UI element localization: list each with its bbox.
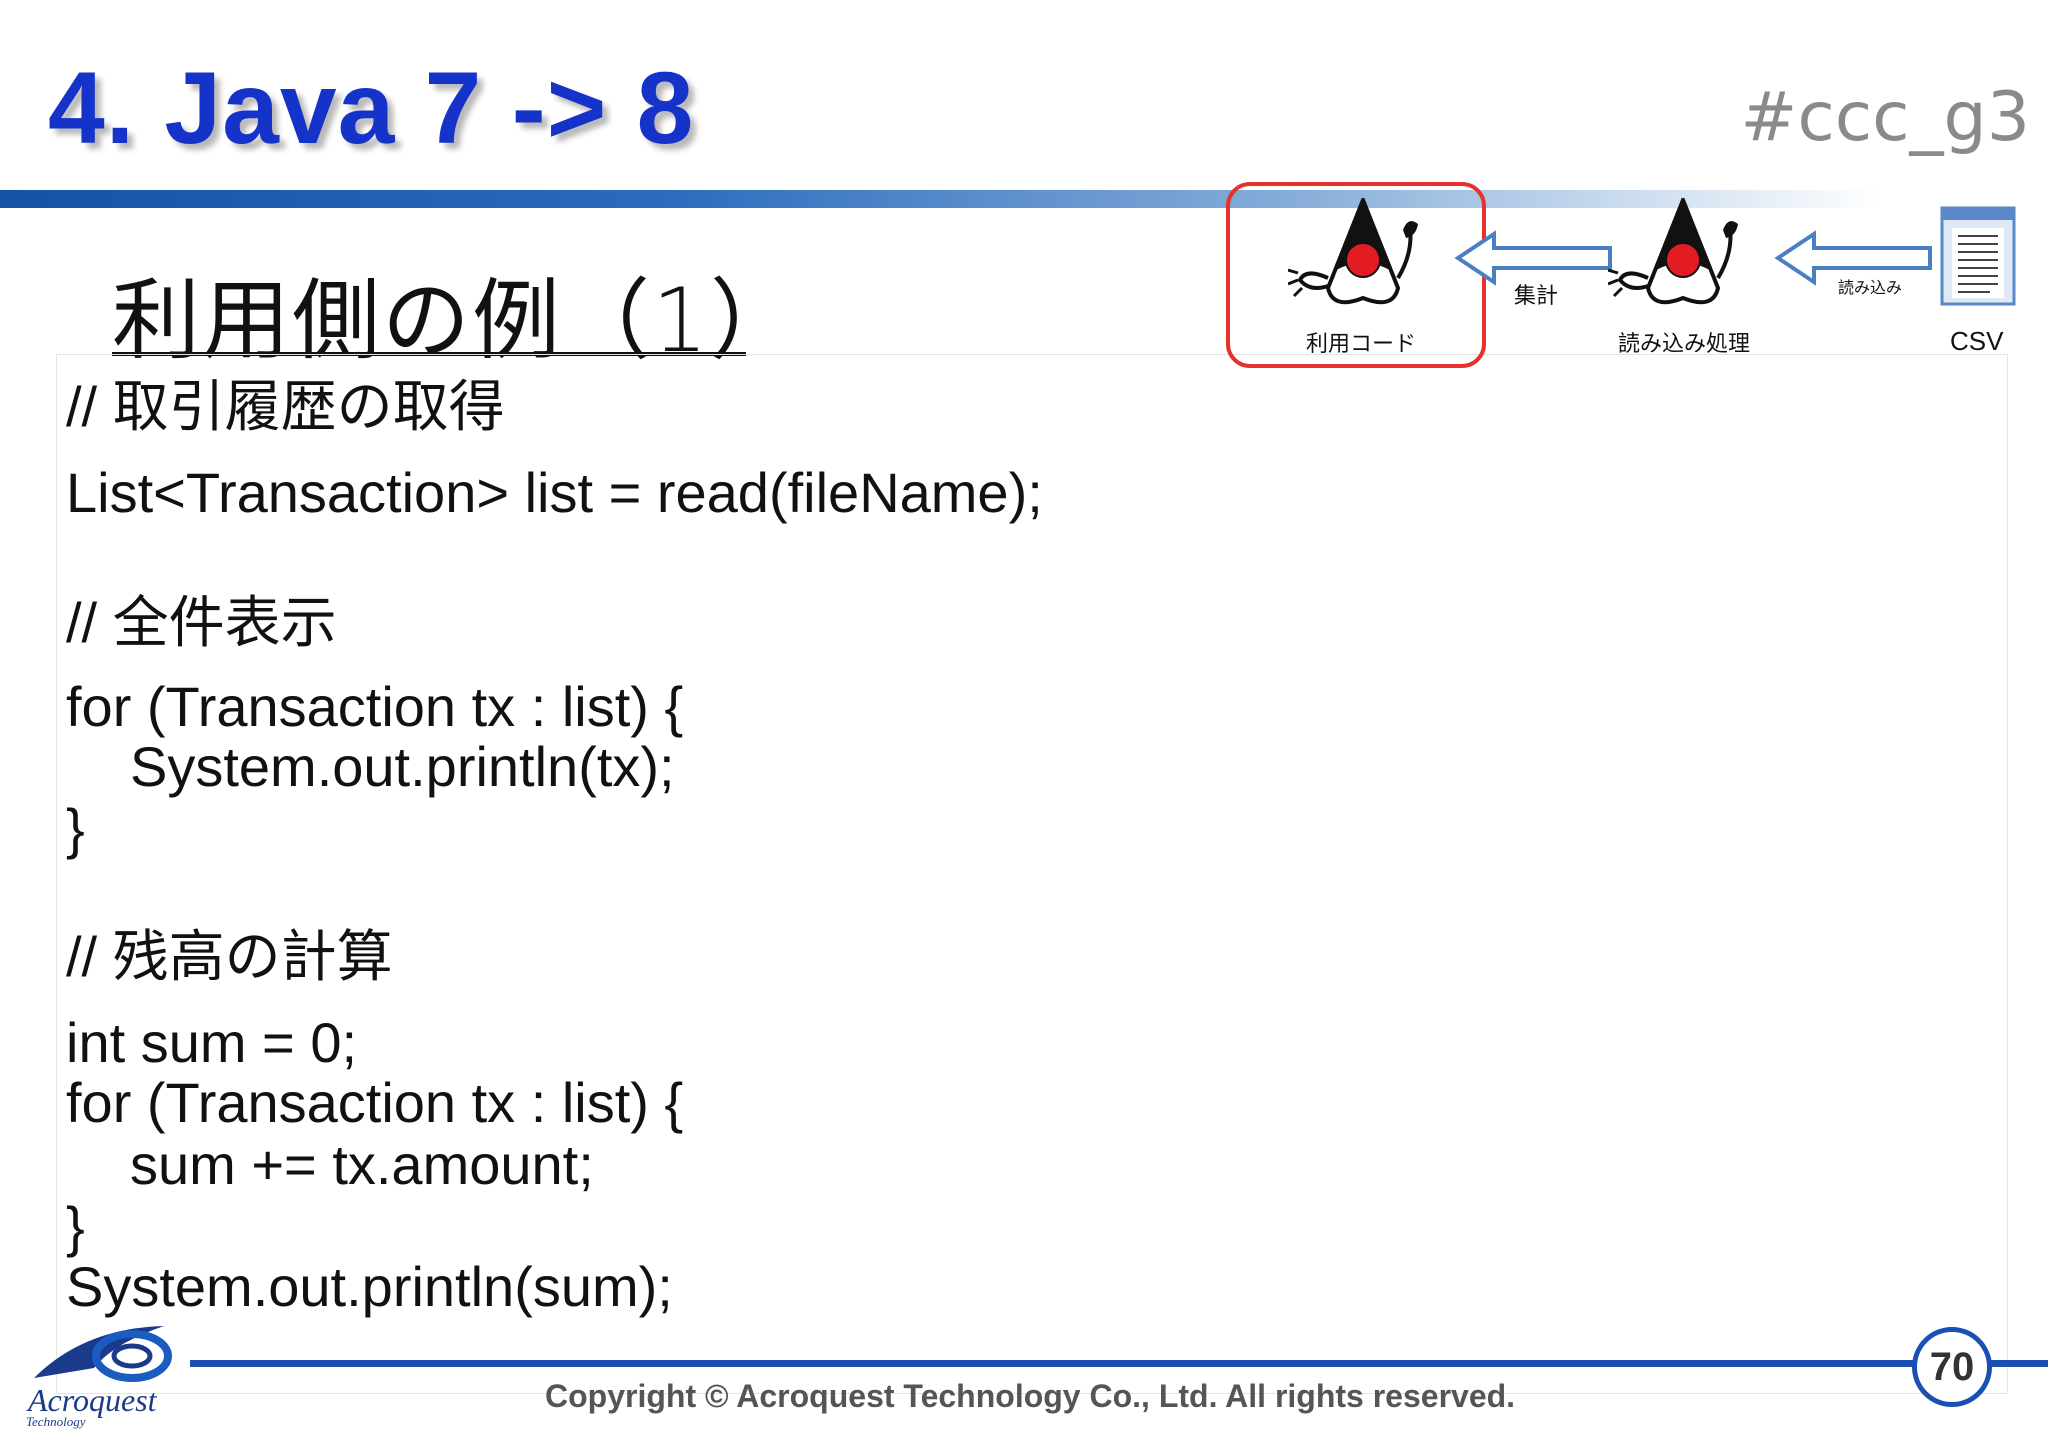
- code-line: System.out.println(sum);: [66, 1255, 673, 1318]
- user-code-label: 利用コード: [1306, 332, 1417, 357]
- code-line: }: [66, 797, 85, 860]
- duke-mascot-icon: [1608, 198, 1738, 305]
- header-bar: [0, 190, 1880, 208]
- arrow-left-icon: [1774, 230, 1932, 286]
- read-process-label: 読み込み処理: [1618, 332, 1751, 357]
- hashtag: #ccc_g3: [1740, 78, 2030, 157]
- csv-document-icon: [1940, 206, 2016, 306]
- duke-mascot-icon: [1288, 198, 1418, 305]
- flow-diagram: 利用コード 集計 読み込み処理 読み込み CSV: [1210, 170, 2048, 370]
- logo-subtitle: Technology: [26, 1414, 86, 1429]
- code-line: for (Transaction tx : list) {: [66, 1071, 684, 1134]
- code-comment: // 残高の計算: [66, 925, 393, 988]
- csv-label: CSV: [1950, 326, 2004, 356]
- copyright-text: Copyright © Acroquest Technology Co., Lt…: [545, 1378, 1516, 1414]
- aggregate-label: 集計: [1514, 284, 1559, 309]
- code-line: int sum = 0;: [66, 1011, 358, 1074]
- read-label: 読み込み: [1838, 278, 1903, 297]
- code-line: List<Transaction> list = read(fileName);: [66, 461, 1043, 524]
- code-line: }: [66, 1195, 85, 1258]
- arrow-left-icon: [1454, 230, 1612, 286]
- code-line: sum += tx.amount;: [130, 1133, 594, 1196]
- code-line: System.out.println(tx);: [130, 735, 675, 798]
- page-number: 70: [1912, 1327, 1992, 1407]
- logo-name: Acroquest: [28, 1382, 157, 1418]
- code-comment: // 取引履歴の取得: [66, 375, 505, 438]
- acroquest-logo-icon: [34, 1326, 172, 1382]
- footer-line: [190, 1360, 2048, 1367]
- code-comment: // 全件表示: [66, 591, 337, 654]
- code-box: [56, 354, 2008, 1394]
- code-line: for (Transaction tx : list) {: [66, 675, 684, 738]
- slide-title: 4. Java 7 -> 8: [48, 51, 695, 165]
